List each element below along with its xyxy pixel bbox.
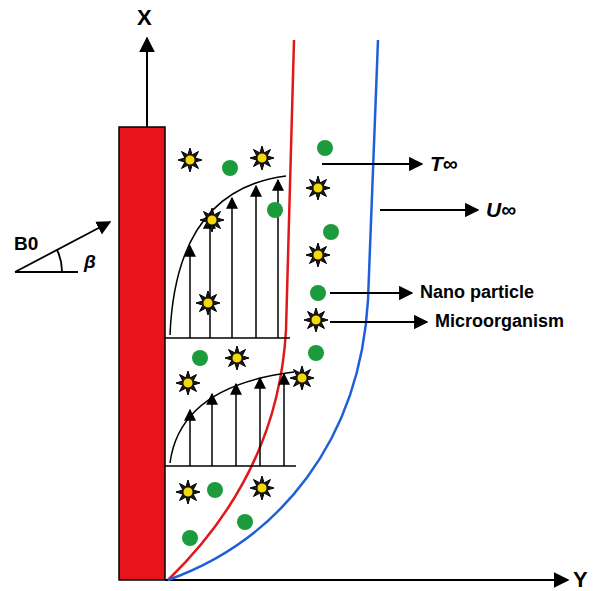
microorganism-spikes	[304, 308, 328, 332]
microorganism-spikes	[250, 146, 274, 170]
microorganism-body	[207, 215, 217, 225]
microorganism	[290, 366, 314, 390]
velocity-arrow	[211, 394, 213, 466]
microorganism	[306, 243, 330, 267]
microorganism-spikes	[306, 176, 330, 200]
microorganism-spikes	[178, 148, 202, 172]
temperature-label: T∞	[430, 152, 458, 175]
field-label: B0	[14, 234, 38, 255]
nano-particle	[207, 482, 223, 498]
nano-particle	[222, 160, 238, 176]
velocity-boundary	[168, 40, 378, 580]
microorganism-spikes	[250, 476, 274, 500]
microorganism-body	[183, 378, 193, 388]
microorganism-body	[311, 315, 321, 325]
nano-particle	[308, 345, 324, 361]
microorganism	[306, 176, 330, 200]
velocity-arrow	[189, 246, 191, 338]
heated-plate	[119, 127, 165, 580]
velocity-arrow	[235, 384, 237, 466]
magnetic-field	[15, 222, 110, 272]
velocity-arrow	[283, 374, 285, 466]
microorganism	[225, 346, 249, 370]
thermal-boundary	[168, 40, 294, 580]
microorganism	[176, 480, 200, 504]
microorganism-spikes	[196, 291, 220, 315]
y-axis	[165, 579, 568, 581]
nano-particle	[267, 202, 283, 218]
microorganism-body	[313, 250, 323, 260]
nano-particle	[192, 350, 208, 366]
microorganism	[250, 146, 274, 170]
microorganism	[250, 476, 274, 500]
microorganism-spikes	[290, 366, 314, 390]
microorganism-spikes	[176, 371, 200, 395]
microorganism-body	[185, 155, 195, 165]
microorganism-spikes	[176, 480, 200, 504]
particles	[176, 140, 339, 546]
velocity-label: U∞	[486, 198, 516, 221]
microorganism-spikes	[225, 346, 249, 370]
microorganism-body	[297, 373, 307, 383]
nano-particle	[310, 285, 326, 301]
microorganism-spikes	[306, 243, 330, 267]
microorganism-body	[203, 298, 213, 308]
legend-label: Microorganism	[435, 312, 564, 332]
microorganism-spikes	[200, 208, 224, 232]
axis-label: Y	[573, 568, 588, 591]
microorganism-body	[257, 483, 267, 493]
microorganism-body	[232, 353, 242, 363]
nano-particle	[317, 140, 333, 156]
velocity-arrow	[231, 198, 233, 338]
velocity-arrow	[189, 410, 191, 466]
microorganism-body	[313, 183, 323, 193]
axis-label: X	[137, 6, 152, 30]
angle-label: β	[84, 252, 96, 273]
microorganism	[176, 371, 200, 395]
velocity-profile	[165, 176, 296, 466]
microorganism-body	[183, 487, 193, 497]
microorganism-body	[257, 153, 267, 163]
legend-label: Nano particle	[420, 283, 534, 303]
microorganism	[178, 148, 202, 172]
velocity-arrows	[190, 180, 284, 466]
microorganism	[304, 308, 328, 332]
nano-particle	[237, 514, 253, 530]
nano-particle	[182, 530, 198, 546]
microorganism	[196, 291, 220, 315]
microorganism	[200, 208, 224, 232]
velocity-arrow	[209, 218, 211, 338]
velocity-arrow	[255, 186, 257, 338]
velocity-arrow	[259, 378, 261, 466]
x-axis	[146, 38, 148, 127]
nano-particle	[323, 224, 339, 240]
